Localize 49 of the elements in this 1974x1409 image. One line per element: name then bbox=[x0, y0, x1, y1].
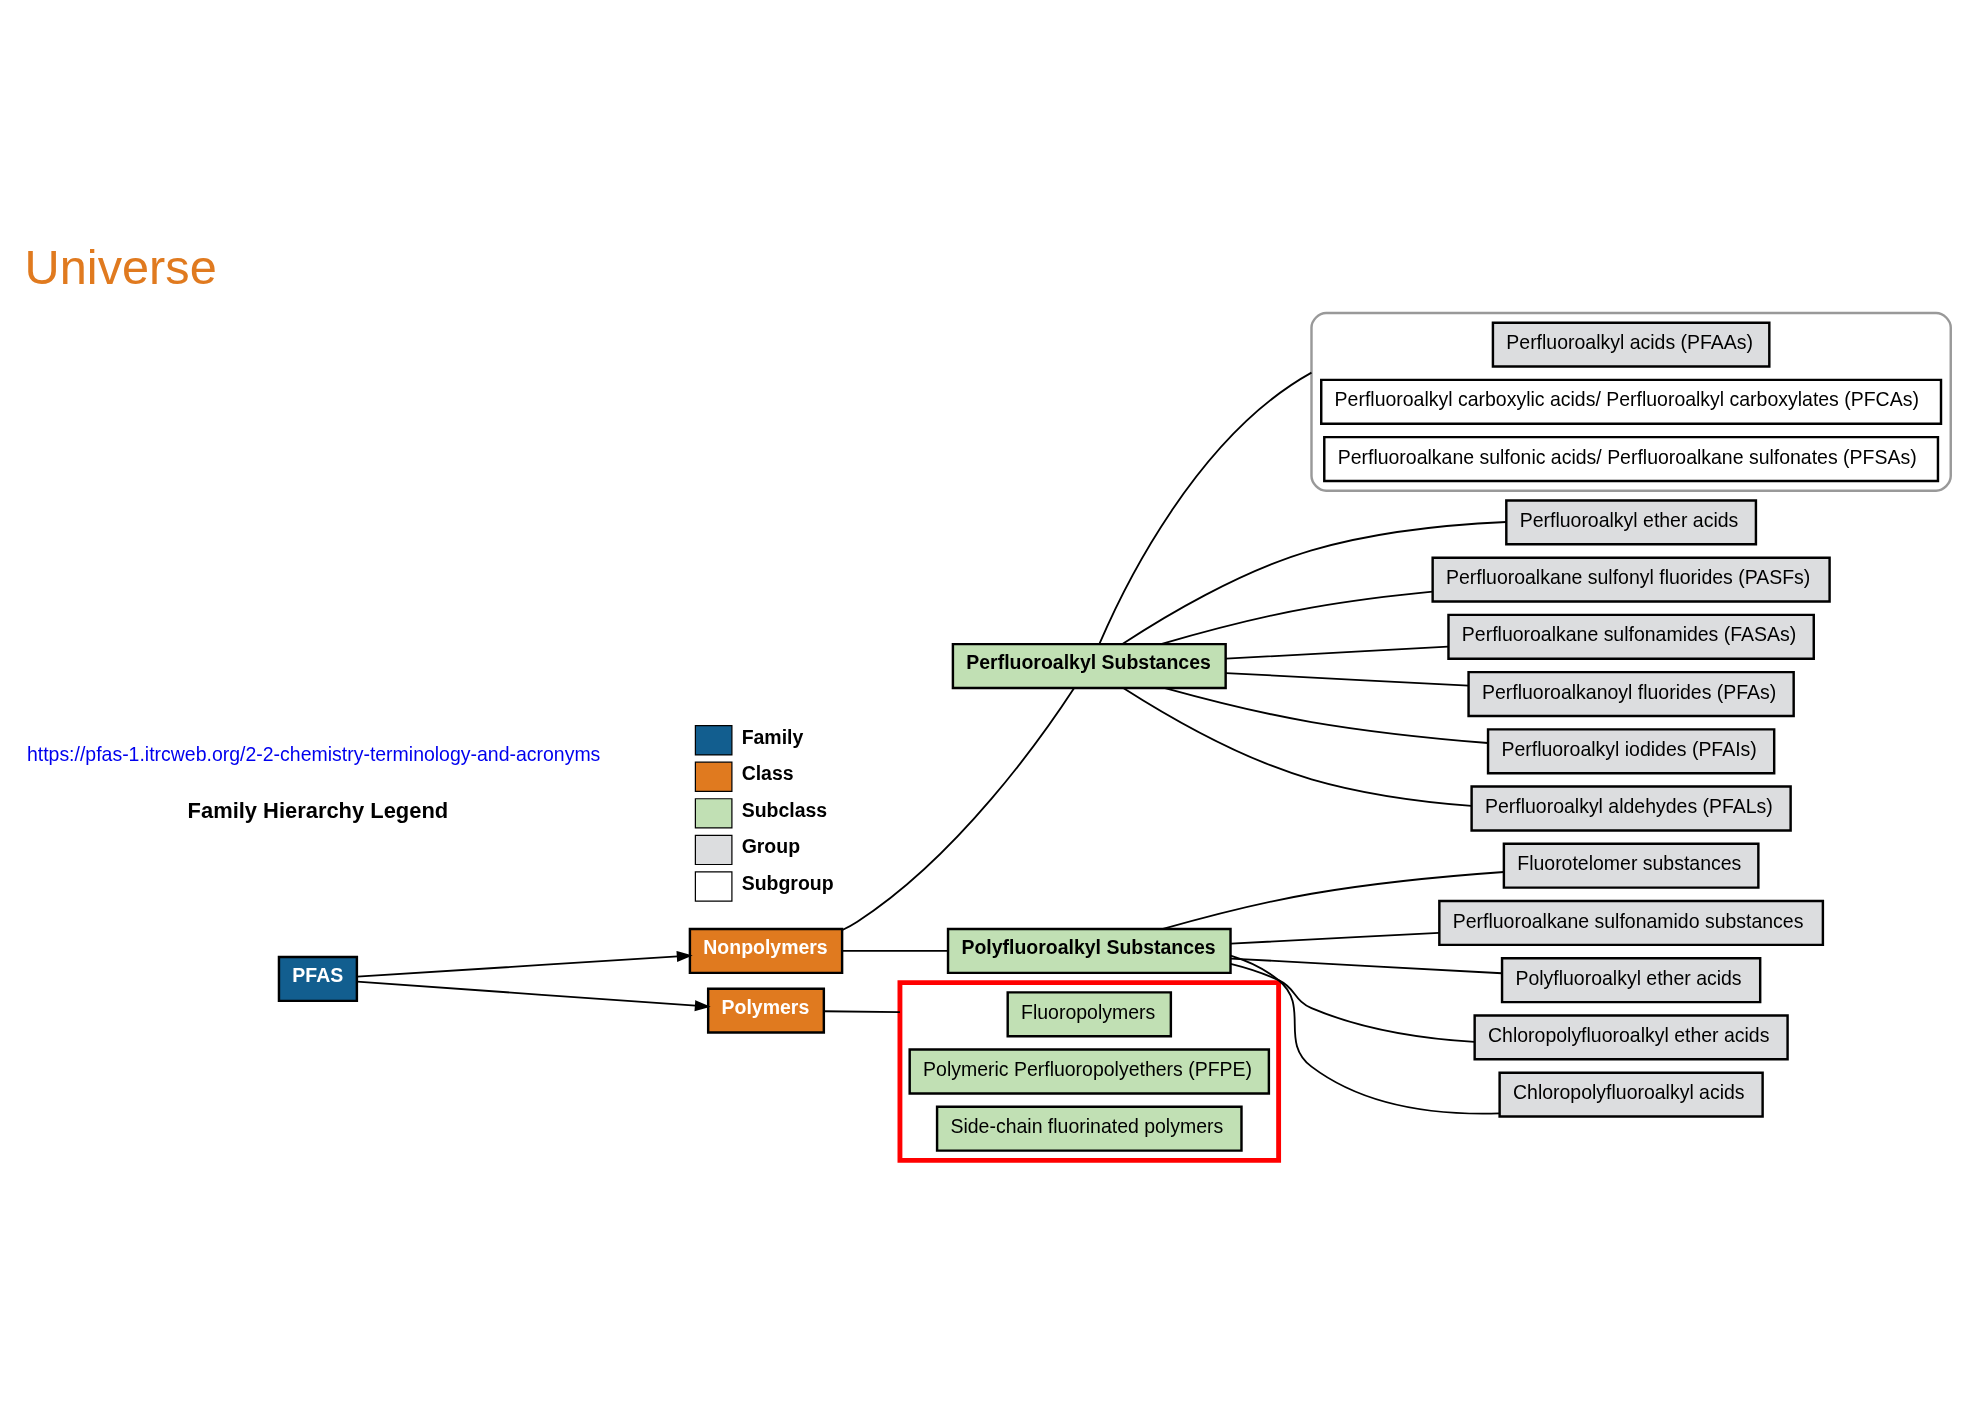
connector bbox=[1164, 686, 1489, 744]
connector bbox=[822, 1009, 901, 1013]
connector bbox=[1160, 590, 1434, 645]
node-box: Polymeric Perfluoropolyethers (PFPE) bbox=[908, 1047, 1271, 1095]
node-box: Perfluoroalkyl Substances bbox=[951, 642, 1227, 689]
node-box: Perfluoroalkanoyl fluorides (PFAs) bbox=[1467, 670, 1795, 717]
arrow bbox=[356, 950, 693, 977]
node-box: PFAS bbox=[277, 955, 359, 1002]
label: Family Hierarchy Legend bbox=[187, 797, 449, 823]
node-box: Perfluoroalkyl aldehydes (PFALs) bbox=[1470, 784, 1792, 832]
connector bbox=[1121, 520, 1507, 645]
node-box: Perfluoroalkyl iodides (PFAIs) bbox=[1486, 727, 1776, 774]
cluster bbox=[1310, 311, 1952, 492]
connector bbox=[1225, 645, 1449, 660]
node-box: Perfluoroalkyl acids (PFAAs) bbox=[1491, 320, 1771, 368]
node-box: Fluoropolymers bbox=[1006, 990, 1173, 1037]
connector bbox=[1162, 870, 1505, 930]
node-box: Chloropolyfluoroalkyl ether acids bbox=[1473, 1013, 1789, 1061]
node-box: Polyfluoroalkyl ether acids bbox=[1500, 956, 1762, 1003]
connector bbox=[1229, 957, 1503, 974]
node-box: Perfluoroalkyl ether acids bbox=[1505, 498, 1758, 545]
node-box: Perfluoroalkane sulfonamides (FASAs) bbox=[1447, 613, 1815, 660]
connector bbox=[1229, 954, 1501, 1115]
node-box: Perfluoroalkyl carboxylic acids/ Perfluoroalkyl carboxylates (PFCAs) bbox=[1320, 378, 1943, 425]
connector bbox=[1098, 371, 1313, 645]
node-box: Polyfluoroalkyl Substances bbox=[946, 927, 1232, 974]
legend-label: Family bbox=[741, 725, 804, 748]
diagram-title: Universe bbox=[24, 239, 217, 294]
connector bbox=[1229, 962, 1476, 1043]
legend-label: Group bbox=[741, 834, 801, 857]
node-box: Fluorotelomer substances bbox=[1502, 842, 1760, 889]
cluster bbox=[897, 979, 1282, 1163]
node-box: Perfluoroalkane sulfonyl fluorides (PASFs) bbox=[1431, 555, 1831, 603]
connector bbox=[1229, 931, 1440, 945]
connector bbox=[841, 686, 1076, 931]
node-box: Chloropolyfluoroalkyl acids bbox=[1498, 1071, 1764, 1118]
legend-label: Subgroup bbox=[741, 871, 834, 894]
node-box: Perfluoroalkane sulfonic acids/ Perfluoroalkane sulfonates (PFSAs) bbox=[1323, 435, 1940, 482]
legend-label: Class bbox=[741, 761, 794, 784]
node-box: Nonpolymers bbox=[688, 927, 844, 974]
connector bbox=[1225, 671, 1470, 687]
node-box: Perfluoroalkane sulfonamido substances bbox=[1438, 899, 1825, 946]
node-box: Polymers bbox=[706, 987, 826, 1034]
connector bbox=[841, 949, 949, 952]
legend-label: Subclass bbox=[741, 798, 828, 821]
node-box: Side-chain fluorinated polymers bbox=[935, 1105, 1243, 1152]
arrow bbox=[356, 980, 711, 1011]
connector bbox=[1122, 686, 1473, 807]
label: https://pfas-1.itrcweb.org/2-2-chemistry-terminology-and-acronyms bbox=[26, 742, 601, 765]
